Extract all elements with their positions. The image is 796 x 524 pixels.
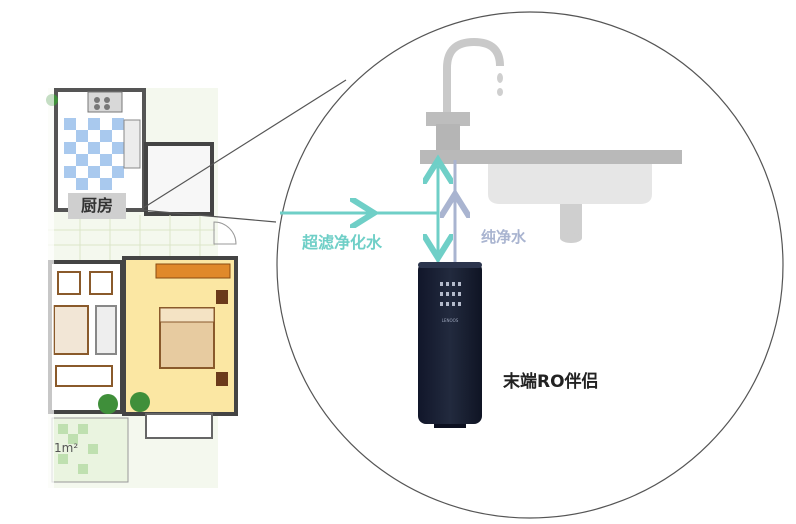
device-brand: LENOOS — [442, 318, 459, 323]
water-pipes — [280, 160, 455, 262]
pure-water-label: 纯净水 — [481, 228, 527, 246]
ultrafiltered-water-label: 超滤净化水 — [302, 233, 383, 252]
room-area-label: 1m² — [54, 441, 79, 455]
faucet-icon — [426, 37, 504, 154]
living-room — [48, 260, 124, 414]
bedroom — [122, 256, 238, 439]
sink-icon — [420, 150, 682, 243]
balcony — [51, 417, 129, 483]
water-purifier-icon: LENOOS — [418, 262, 482, 428]
kitchen-label: 厨房 — [68, 193, 126, 219]
zoom-circle — [276, 11, 784, 519]
floorplan — [40, 80, 238, 500]
callout — [139, 11, 784, 519]
device-label: 末端RO伴侣 — [503, 372, 599, 392]
kitchen-room — [54, 88, 146, 212]
